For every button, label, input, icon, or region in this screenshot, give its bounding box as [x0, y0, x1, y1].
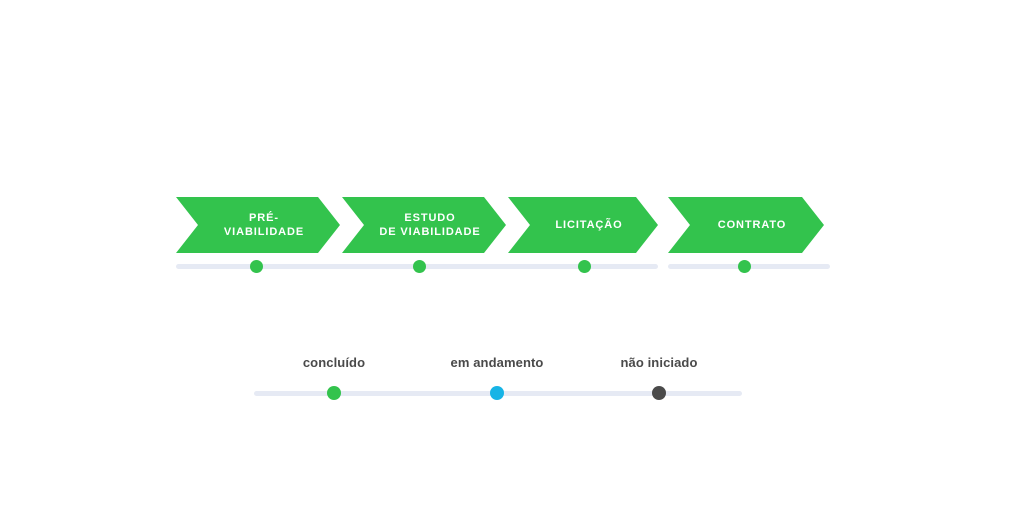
legend-item-label: em andamento — [450, 355, 544, 370]
legend-dot-em-andamento — [490, 386, 504, 400]
stage-chevron-estudo-de-viabilidade[interactable]: ESTUDO DE VIABILIDADE — [342, 197, 506, 253]
stage-status-dot-licitacao[interactable] — [578, 260, 591, 273]
stage-chevron-pre-viabilidade[interactable]: PRÉ- VIABILIDADE — [176, 197, 340, 253]
stage-chevron-label: PRÉ- VIABILIDADE — [223, 212, 305, 238]
legend-dot-nao-iniciado — [652, 386, 666, 400]
legend-item-label: concluído — [302, 355, 366, 370]
stage-chevron-row: PRÉ- VIABILIDADE ESTUDO DE VIABILIDADE L… — [176, 197, 824, 253]
stage-chevron-licitacao[interactable]: LICITAÇÃO — [508, 197, 658, 253]
stage-status-dot-contrato[interactable] — [738, 260, 751, 273]
stage-chevron-label: ESTUDO DE VIABILIDADE — [379, 212, 481, 238]
legend-dot-concluido — [327, 386, 341, 400]
stage-chevron-label: CONTRATO — [717, 219, 787, 231]
stage-status-dot-pre-viabilidade[interactable] — [250, 260, 263, 273]
stage-chevron-contrato[interactable]: CONTRATO — [668, 197, 824, 253]
stage-chevron-label: LICITAÇÃO — [555, 219, 623, 231]
stage-status-dot-estudo-de-viabilidade[interactable] — [413, 260, 426, 273]
legend-item-label: não iniciado — [620, 355, 698, 370]
status-legend: concluído em andamento não iniciado — [254, 355, 742, 405]
